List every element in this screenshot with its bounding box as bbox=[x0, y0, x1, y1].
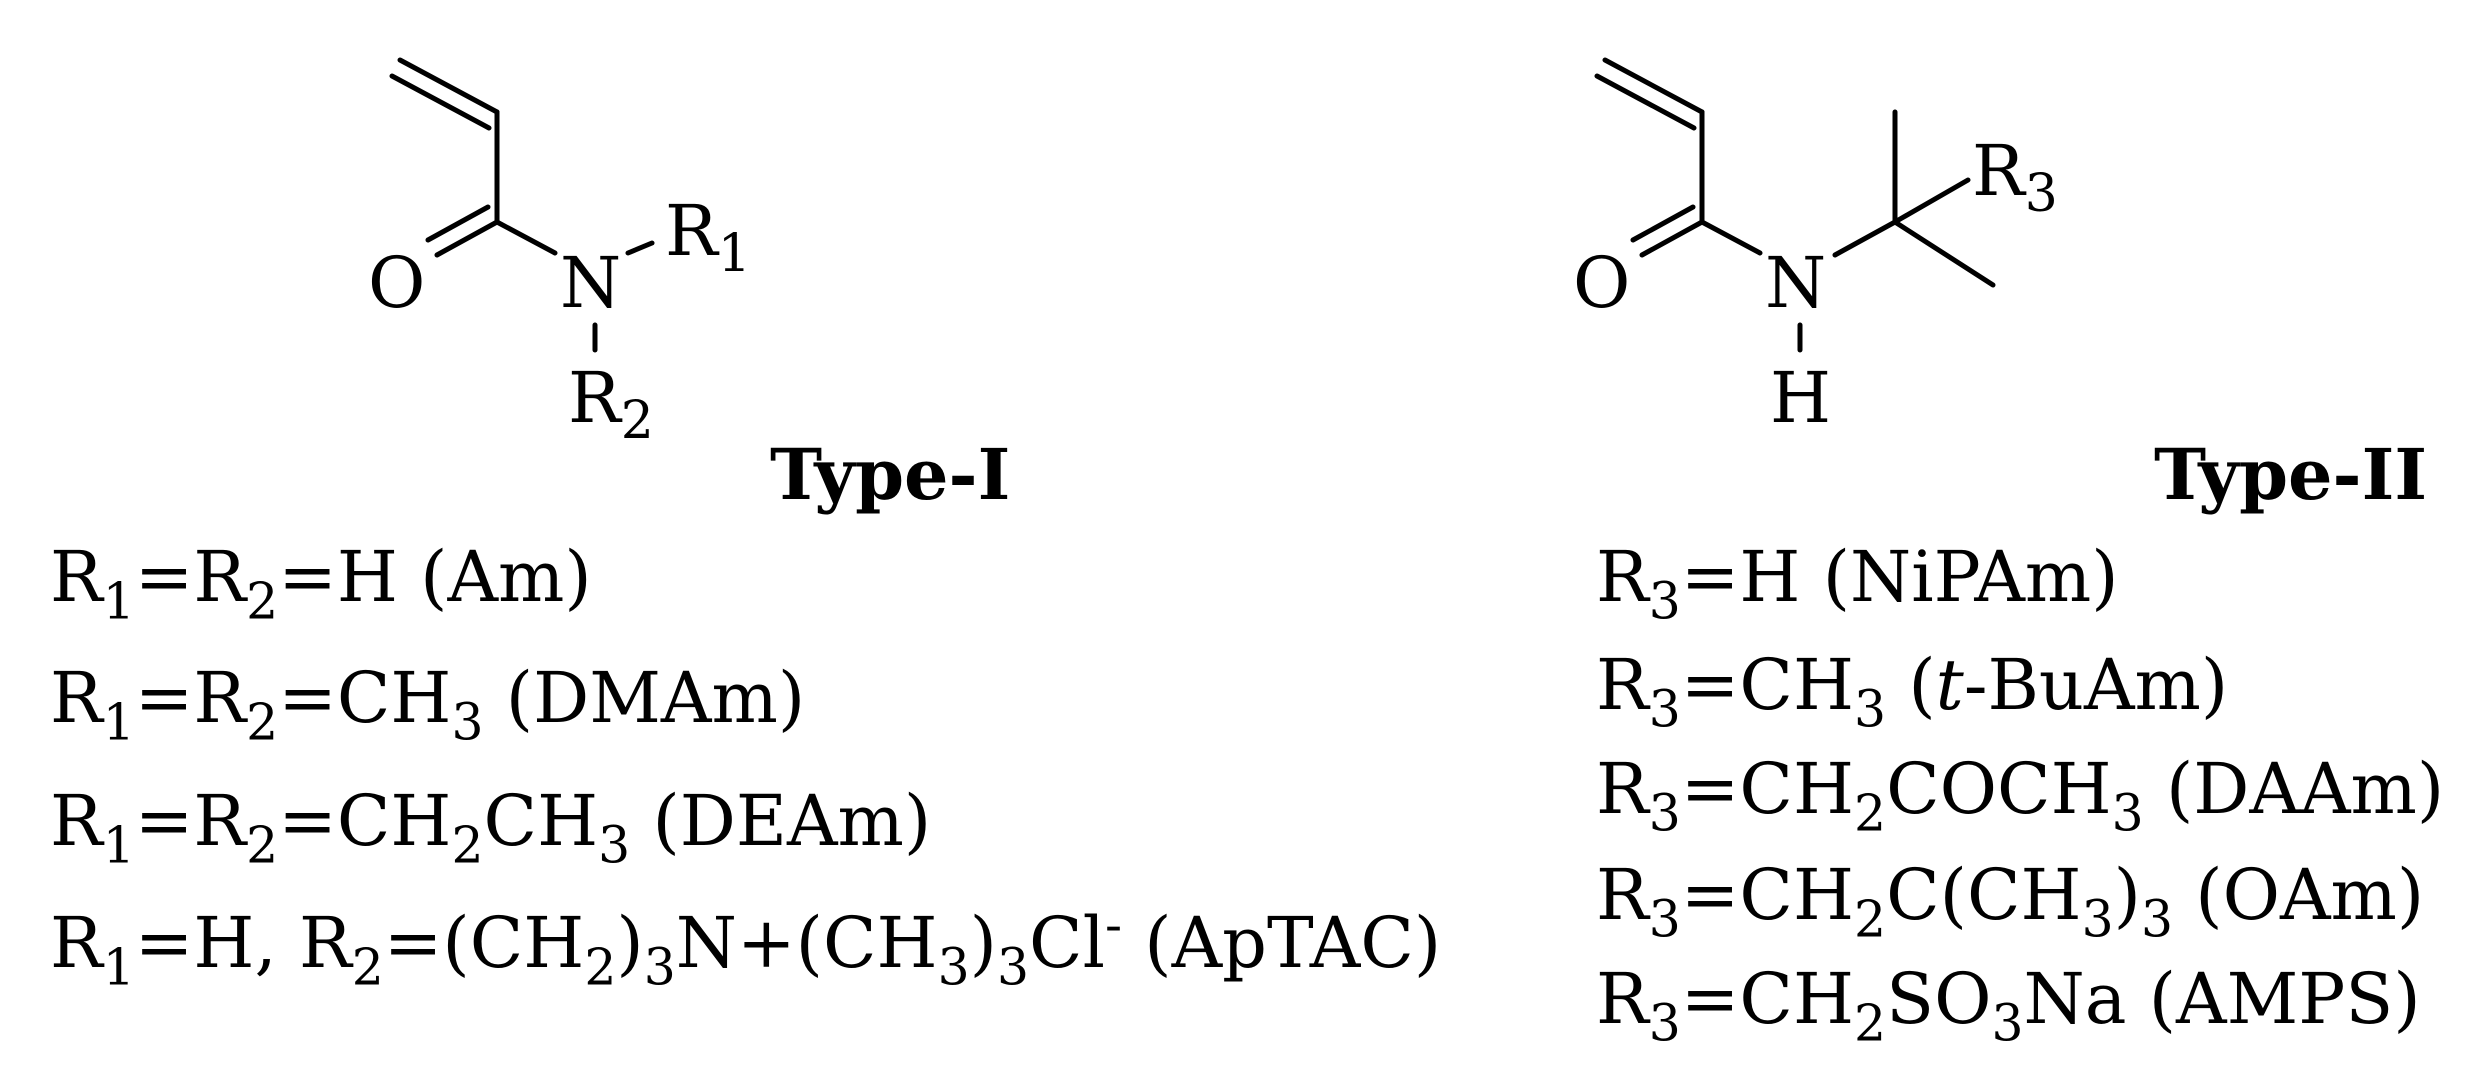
type-2-substituent-daam: R3=CH2COCH3 (DAAm) bbox=[1596, 748, 2445, 843]
vinyl-double-bond-1 bbox=[389, 73, 492, 131]
type-2-label: Type-II bbox=[2154, 433, 2428, 516]
carbonyl-double-bond-1 bbox=[425, 204, 491, 243]
nitrogen-label-1: N bbox=[560, 242, 621, 324]
type-2-substituent-oam: R3=CH2C(CH3)3 (OAm) bbox=[1596, 854, 2425, 949]
carbonyl-bond-2 bbox=[1639, 219, 1705, 258]
carbonyl-double-bond-2 bbox=[1630, 204, 1696, 243]
type-2-substituent-amps: R3=CH2SO3Na (AMPS) bbox=[1596, 958, 2421, 1053]
type-1-label: Type-I bbox=[770, 433, 1011, 516]
nitrogen-label-2: N bbox=[1765, 242, 1826, 324]
type-1-substituent-am: R1=R2=H (Am) bbox=[50, 536, 592, 631]
type-1-substituent-deam: R1=R2=CH2CH3 (DEAm) bbox=[50, 780, 932, 875]
r2-label: R2 bbox=[568, 357, 654, 451]
oxygen-label-2: O bbox=[1573, 242, 1630, 324]
hydrogen-label: H bbox=[1770, 357, 1831, 439]
type-2-substituent-nipam: R3=H (NiPAm) bbox=[1596, 536, 2119, 631]
vinyl-bond-2 bbox=[1602, 57, 1705, 115]
carbonyl-bond-1 bbox=[434, 219, 500, 258]
type-1-substituent-aptac: R1=H, R2=(CH2)3N+(CH3)3Cl- (ApTAC) bbox=[50, 894, 1442, 997]
vinyl-bond-1 bbox=[397, 57, 500, 115]
r3-label: R3 bbox=[1972, 130, 2058, 224]
r1-label: R1 bbox=[665, 190, 751, 284]
c-r3-bond bbox=[1892, 177, 1971, 225]
methyl-bond-down bbox=[1892, 219, 1996, 288]
type-2-substituent-tbuam: R3=CH3 (t-BuAm) bbox=[1596, 644, 2229, 739]
n-r1-bond bbox=[625, 240, 655, 256]
n-c-bond bbox=[1832, 219, 1898, 258]
amide-bond-2 bbox=[1699, 219, 1763, 256]
oxygen-label-1: O bbox=[368, 242, 425, 324]
type-1-substituent-dmam: R1=R2=CH3 (DMAm) bbox=[50, 657, 806, 752]
vinyl-double-bond-2 bbox=[1594, 73, 1697, 131]
amide-bond-1 bbox=[494, 219, 558, 256]
